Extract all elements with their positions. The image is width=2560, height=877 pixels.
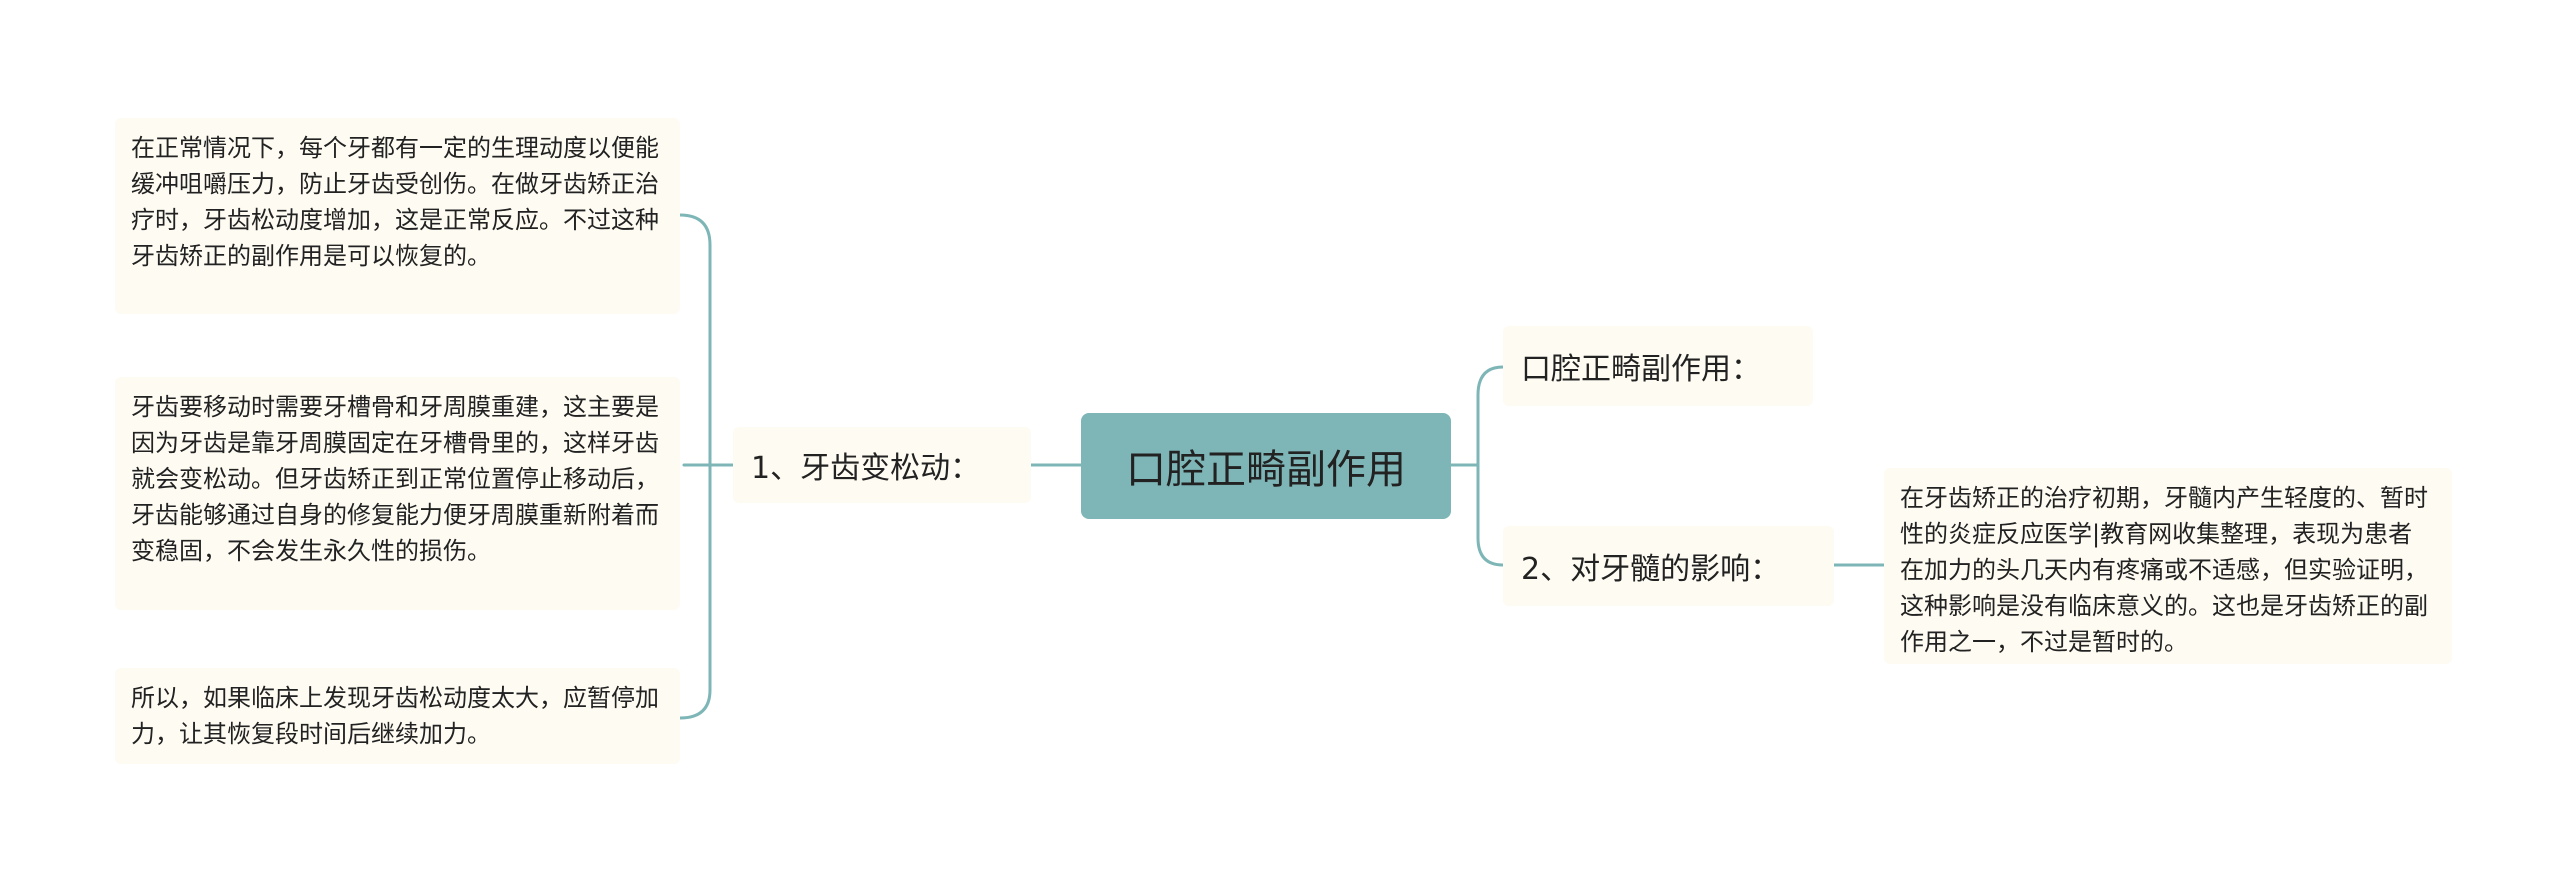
branch-node-tooth-loosening[interactable]: 1、牙齿变松动： [733, 427, 1031, 503]
leaf-text: 所以，如果临床上发现牙齿松动度太大，应暂停加力，让其恢复段时间后继续加力。 [131, 684, 659, 748]
root-label: 口腔正畸副作用 [1126, 447, 1406, 493]
branch-node-pulp-effect[interactable]: 2、对牙髓的影响： [1503, 526, 1834, 606]
leaf-node-normal-mobility[interactable]: 在正常情况下，每个牙都有一定的生理动度以便能缓冲咀嚼压力，防止牙齿受创伤。在做牙… [115, 118, 680, 314]
root-node[interactable]: 口腔正畸副作用 [1081, 413, 1451, 519]
leaf-node-periodontal-rebuild[interactable]: 牙齿要移动时需要牙槽骨和牙周膜重建，这主要是因为牙齿是靠牙周膜固定在牙槽骨里的，… [115, 377, 680, 610]
branch-node-side-effects[interactable]: 口腔正畸副作用： [1503, 326, 1813, 406]
leaf-text: 在牙齿矫正的治疗初期，牙髓内产生轻度的、暂时性的炎症反应医学|教育网收集整理，表… [1900, 484, 2428, 656]
leaf-text: 牙齿要移动时需要牙槽骨和牙周膜重建，这主要是因为牙齿是靠牙周膜固定在牙槽骨里的，… [131, 393, 659, 565]
connector-branch-1-bracket [678, 213, 712, 720]
leaf-node-pulp-inflammation[interactable]: 在牙齿矫正的治疗初期，牙髓内产生轻度的、暂时性的炎症反应医学|教育网收集整理，表… [1884, 468, 2452, 664]
leaf-node-pause-force[interactable]: 所以，如果临床上发现牙齿松动度太大，应暂停加力，让其恢复段时间后继续加力。 [115, 668, 680, 764]
branch-label: 1、牙齿变松动： [751, 451, 981, 486]
branch-label: 2、对牙髓的影响： [1521, 552, 1781, 587]
connector-right-bracket [1476, 365, 1505, 567]
branch-label: 口腔正畸副作用： [1521, 352, 1761, 387]
leaf-text: 在正常情况下，每个牙都有一定的生理动度以便能缓冲咀嚼压力，防止牙齿受创伤。在做牙… [131, 134, 659, 270]
